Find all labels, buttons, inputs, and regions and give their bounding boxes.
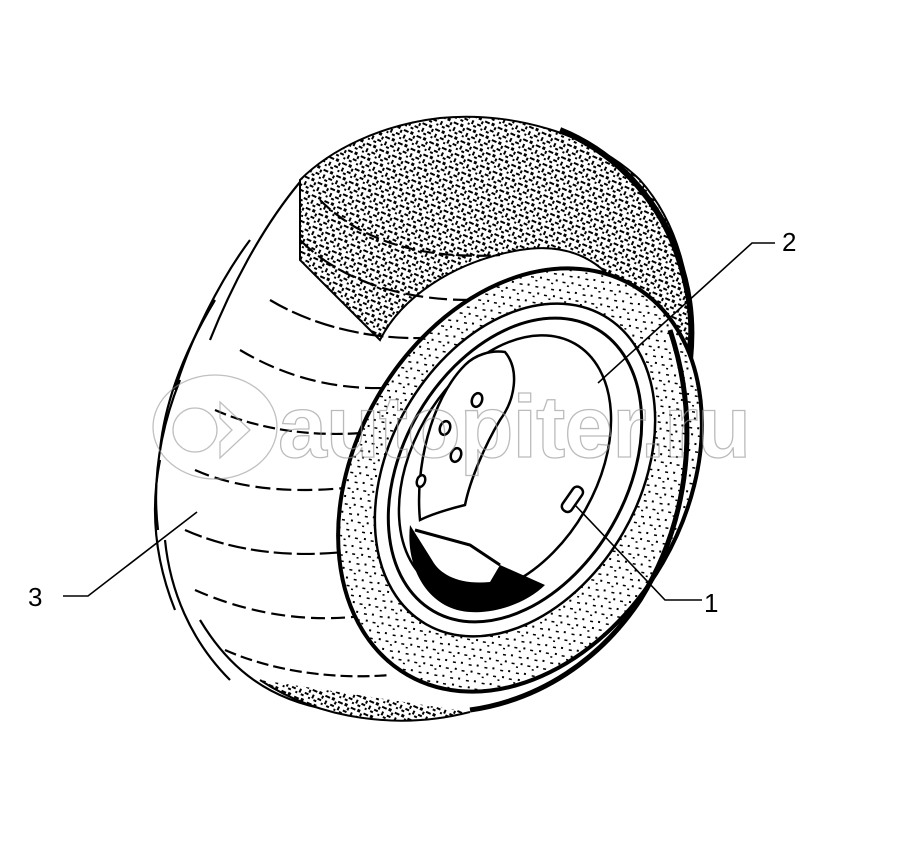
wheel-rim	[386, 316, 644, 624]
bolt-hole	[438, 419, 452, 437]
leader-line-3	[63, 511, 198, 597]
leader-line-2	[597, 242, 775, 384]
bolt-hole	[470, 391, 484, 409]
rim-well-shadow	[409, 525, 545, 613]
valve-slot	[560, 485, 585, 514]
callout-label-2: 2	[782, 227, 797, 257]
bolt-hole	[449, 446, 463, 464]
bolt-hole	[415, 473, 427, 489]
leader-line-1	[574, 504, 702, 601]
callout-label-1: 1	[704, 588, 719, 618]
callout-label-3: 3	[28, 582, 43, 612]
wheel-disk	[417, 350, 516, 522]
leader-lines	[63, 242, 775, 601]
